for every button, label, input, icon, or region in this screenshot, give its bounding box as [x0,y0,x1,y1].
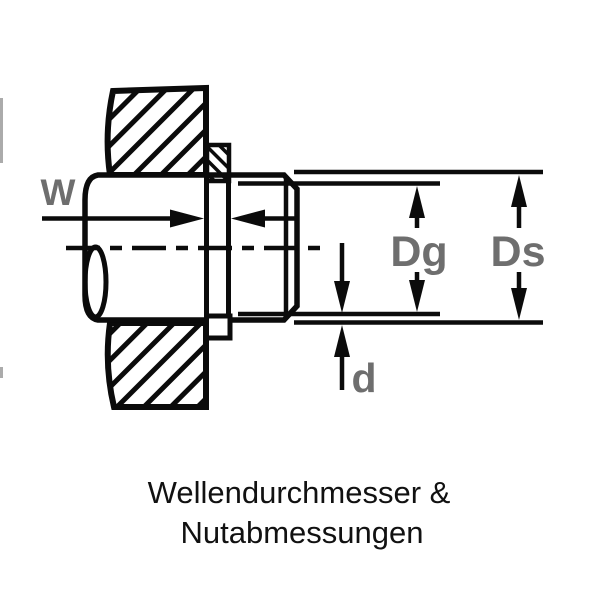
w-arrowhead-left-pointing [231,209,265,228]
caption-line-1: Wellendurchmesser & [148,475,451,510]
w-arrowhead-right-pointing [170,209,204,228]
label-groove-width: W [41,172,76,213]
label-groove-diameter: Dg [390,228,447,276]
retaining-ring-lower-section [204,313,233,341]
d-arrowhead-up [334,325,350,357]
housing-wall-lower-section [104,320,209,410]
ds-arrowhead-up [511,175,527,207]
housing-wall-upper-section [104,84,209,178]
label-groove-depth: d [351,355,376,401]
caption-line-2: Nutabmessungen [181,515,424,550]
dg-arrowhead-up [409,186,425,218]
d-arrowhead-down [334,281,350,313]
retaining-ring-upper-section [204,142,232,184]
ds-arrowhead-down [511,288,527,320]
label-shaft-diameter: Ds [491,228,546,276]
dg-arrowhead-down [409,280,425,312]
